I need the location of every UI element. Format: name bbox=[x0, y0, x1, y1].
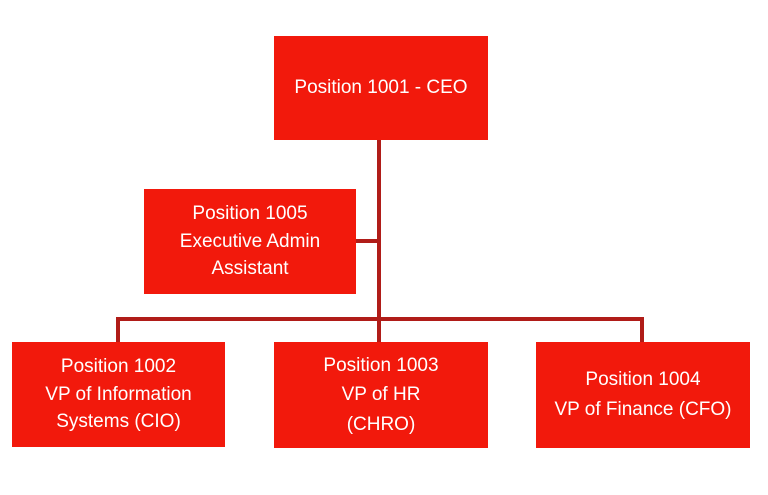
chro-role-line-2: (CHRO) bbox=[346, 413, 416, 435]
cfo-box: Position 1004 VP of Finance (CFO) bbox=[536, 342, 750, 448]
cio-box: Position 1002 VP of Information Systems … bbox=[12, 342, 225, 447]
cfo-drop-line bbox=[640, 317, 644, 342]
cio-position: Position 1002 bbox=[60, 356, 177, 378]
cfo-role: VP of Finance (CFO) bbox=[554, 399, 732, 420]
chro-box: Position 1003 VP of HR (CHRO) bbox=[274, 342, 488, 448]
assistant-role-line-1: Executive Admin bbox=[179, 230, 321, 252]
ceo-trunk-line bbox=[377, 140, 381, 345]
cio-role-line-2: Systems (CIO) bbox=[56, 411, 181, 433]
assistant-box: Position 1005 Executive Admin Assistant bbox=[144, 189, 356, 294]
ceo-box: Position 1001 - CEO bbox=[274, 36, 488, 140]
assistant-position: Position 1005 bbox=[192, 203, 308, 225]
chro-position: Position 1003 bbox=[323, 354, 439, 376]
vp-horizontal-line bbox=[116, 317, 644, 321]
ceo-title: Position 1001 - CEO bbox=[294, 76, 468, 98]
assistant-role-line-2: Assistant bbox=[211, 258, 289, 280]
assistant-connector-line bbox=[356, 239, 379, 243]
cfo-position: Position 1004 bbox=[585, 368, 701, 390]
cio-drop-line bbox=[116, 317, 120, 342]
cio-role-line-1: VP of Information bbox=[45, 383, 192, 405]
chro-role-line-1: VP of HR bbox=[341, 384, 421, 406]
